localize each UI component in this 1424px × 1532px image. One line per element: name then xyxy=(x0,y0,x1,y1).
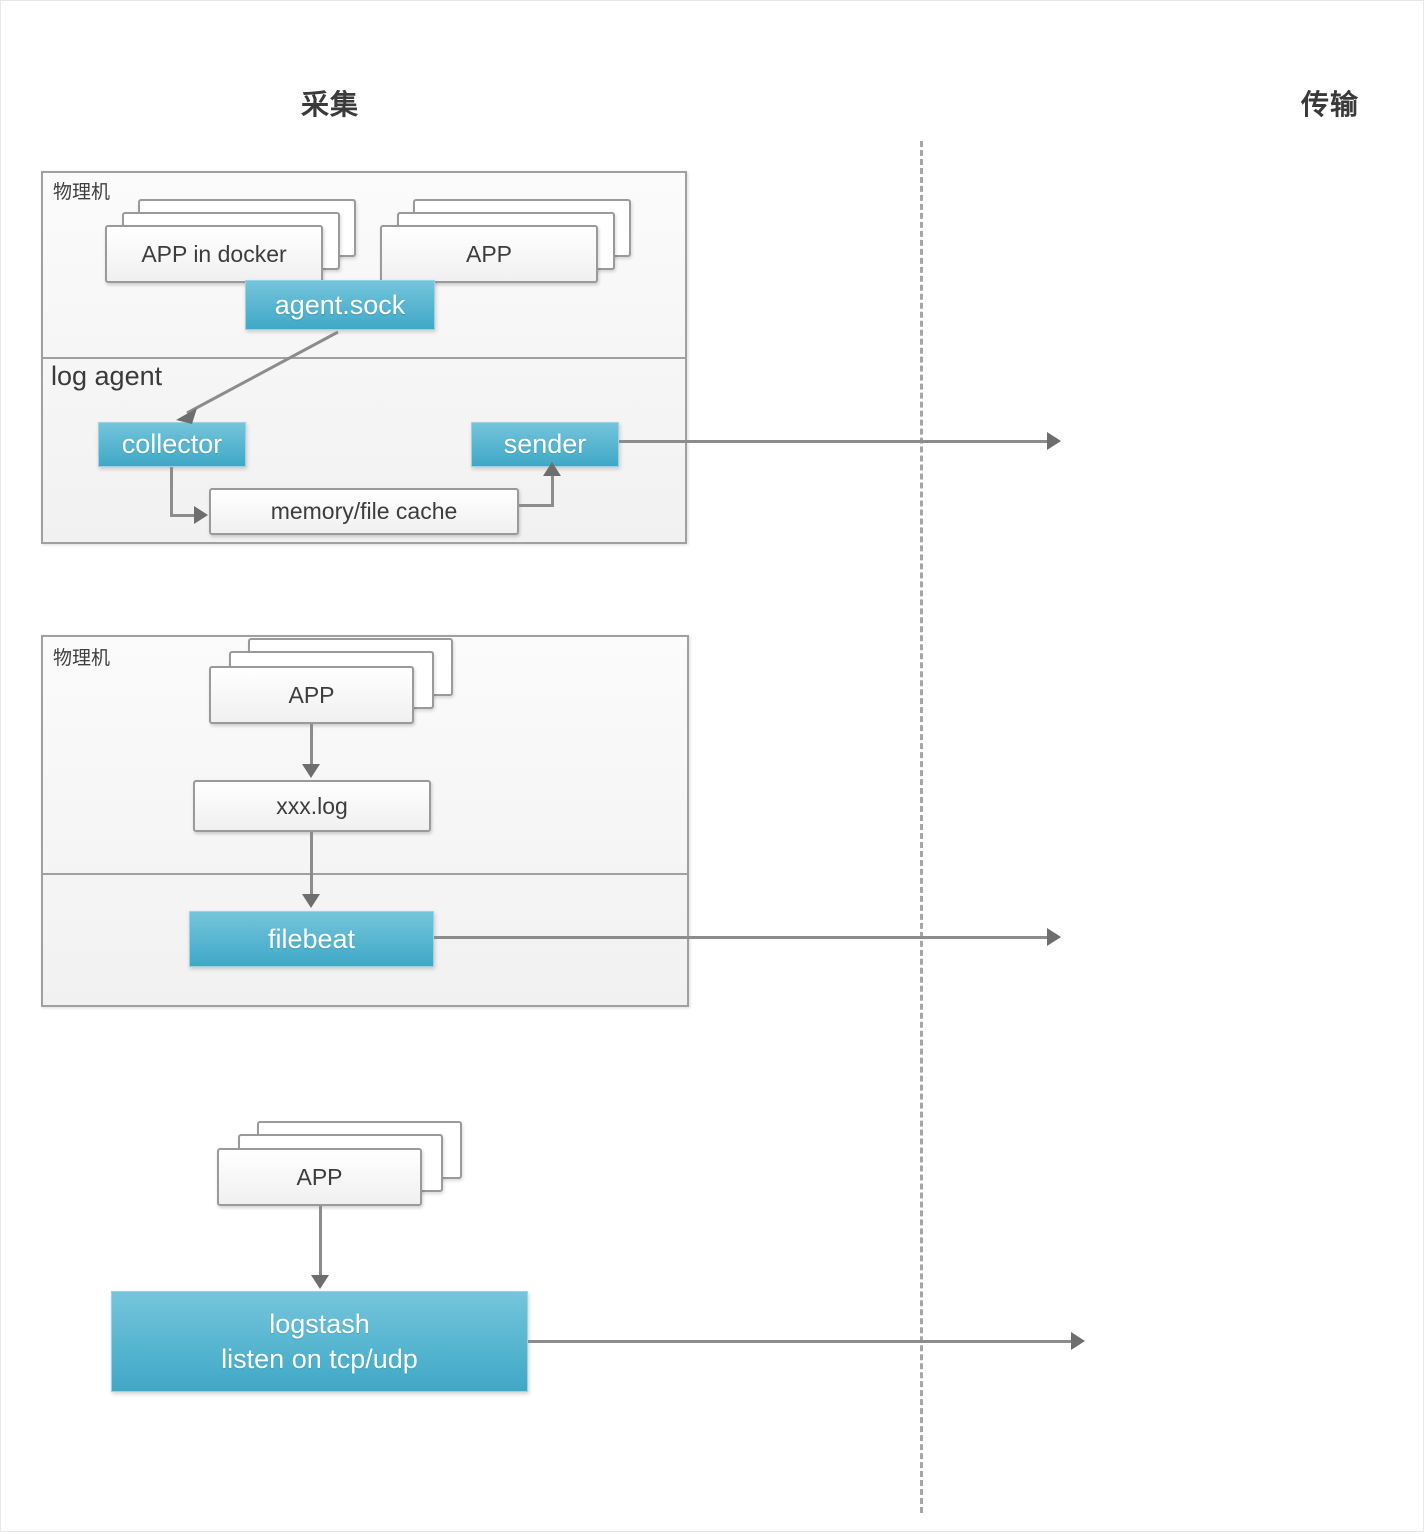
connector-cache-to-sender-horizontal xyxy=(519,504,554,507)
connector-collector-to-cache-horizontal xyxy=(170,514,196,517)
node-logstash-label-line2: listen on tcp/udp xyxy=(221,1343,418,1374)
node-app-1-label: APP xyxy=(465,240,513,267)
arrowhead-logstash-to-transport xyxy=(1071,1332,1085,1350)
connector-filebeat-to-transport xyxy=(434,936,1049,939)
zone-label-physical-machine-2: 物理机 xyxy=(53,648,111,669)
arrowhead-cache-to-sender xyxy=(543,462,561,476)
zone-label-log-agent: log agent xyxy=(51,361,163,391)
host-zone-separator xyxy=(43,357,685,359)
connector-collector-to-cache-vertical xyxy=(170,467,173,517)
host-zone-separator-2 xyxy=(43,873,687,875)
arrowhead-collector-to-cache xyxy=(194,506,208,524)
arrowhead-sender-to-transport xyxy=(1047,432,1061,450)
node-app-3-label: APP xyxy=(296,1163,343,1190)
stage-title-transport: 传输 xyxy=(1301,89,1360,120)
node-app-2[interactable]: APP xyxy=(209,666,414,724)
node-filebeat-label: filebeat xyxy=(267,923,356,954)
zone-label-physical-machine-1: 物理机 xyxy=(53,182,111,203)
node-memory-file-cache[interactable]: memory/file cache xyxy=(209,488,519,535)
node-app-2-label: APP xyxy=(288,681,335,708)
node-app-in-docker-label: APP in docker xyxy=(141,240,287,267)
node-agent-sock[interactable]: agent.sock xyxy=(245,280,435,330)
node-logstash[interactable]: logstash listen on tcp/udp xyxy=(111,1291,528,1392)
node-app-1[interactable]: APP xyxy=(380,225,598,283)
stage-divider-dashed-line xyxy=(920,141,923,1513)
arrowhead-filebeat-to-transport xyxy=(1047,928,1061,946)
connector-logfile-to-filebeat xyxy=(310,832,313,896)
node-log-file[interactable]: xxx.log xyxy=(193,780,431,832)
node-logstash-label-line1: logstash xyxy=(269,1308,370,1339)
node-app-in-docker[interactable]: APP in docker xyxy=(105,225,323,283)
connector-app-to-logstash xyxy=(319,1206,322,1278)
arrowhead-app-to-logstash xyxy=(311,1275,329,1289)
node-sender-label: sender xyxy=(503,429,587,460)
arrowhead-app-to-logfile xyxy=(302,764,320,778)
node-collector-label: collector xyxy=(121,429,223,460)
node-filebeat[interactable]: filebeat xyxy=(189,911,434,967)
arrowhead-logfile-to-filebeat xyxy=(302,894,320,908)
node-app-3[interactable]: APP xyxy=(217,1148,422,1206)
node-agent-sock-label: agent.sock xyxy=(274,289,406,320)
node-log-file-label: xxx.log xyxy=(276,792,348,819)
connector-cache-to-sender-vertical xyxy=(551,474,554,507)
node-memory-file-cache-label: memory/file cache xyxy=(270,498,458,524)
connector-logstash-to-transport xyxy=(528,1340,1073,1343)
node-sender[interactable]: sender xyxy=(471,422,619,467)
connector-sender-to-transport xyxy=(619,440,1049,443)
stage-title-collect: 采集 xyxy=(301,89,360,120)
node-collector[interactable]: collector xyxy=(98,422,246,467)
connector-app-to-logfile xyxy=(310,724,313,766)
